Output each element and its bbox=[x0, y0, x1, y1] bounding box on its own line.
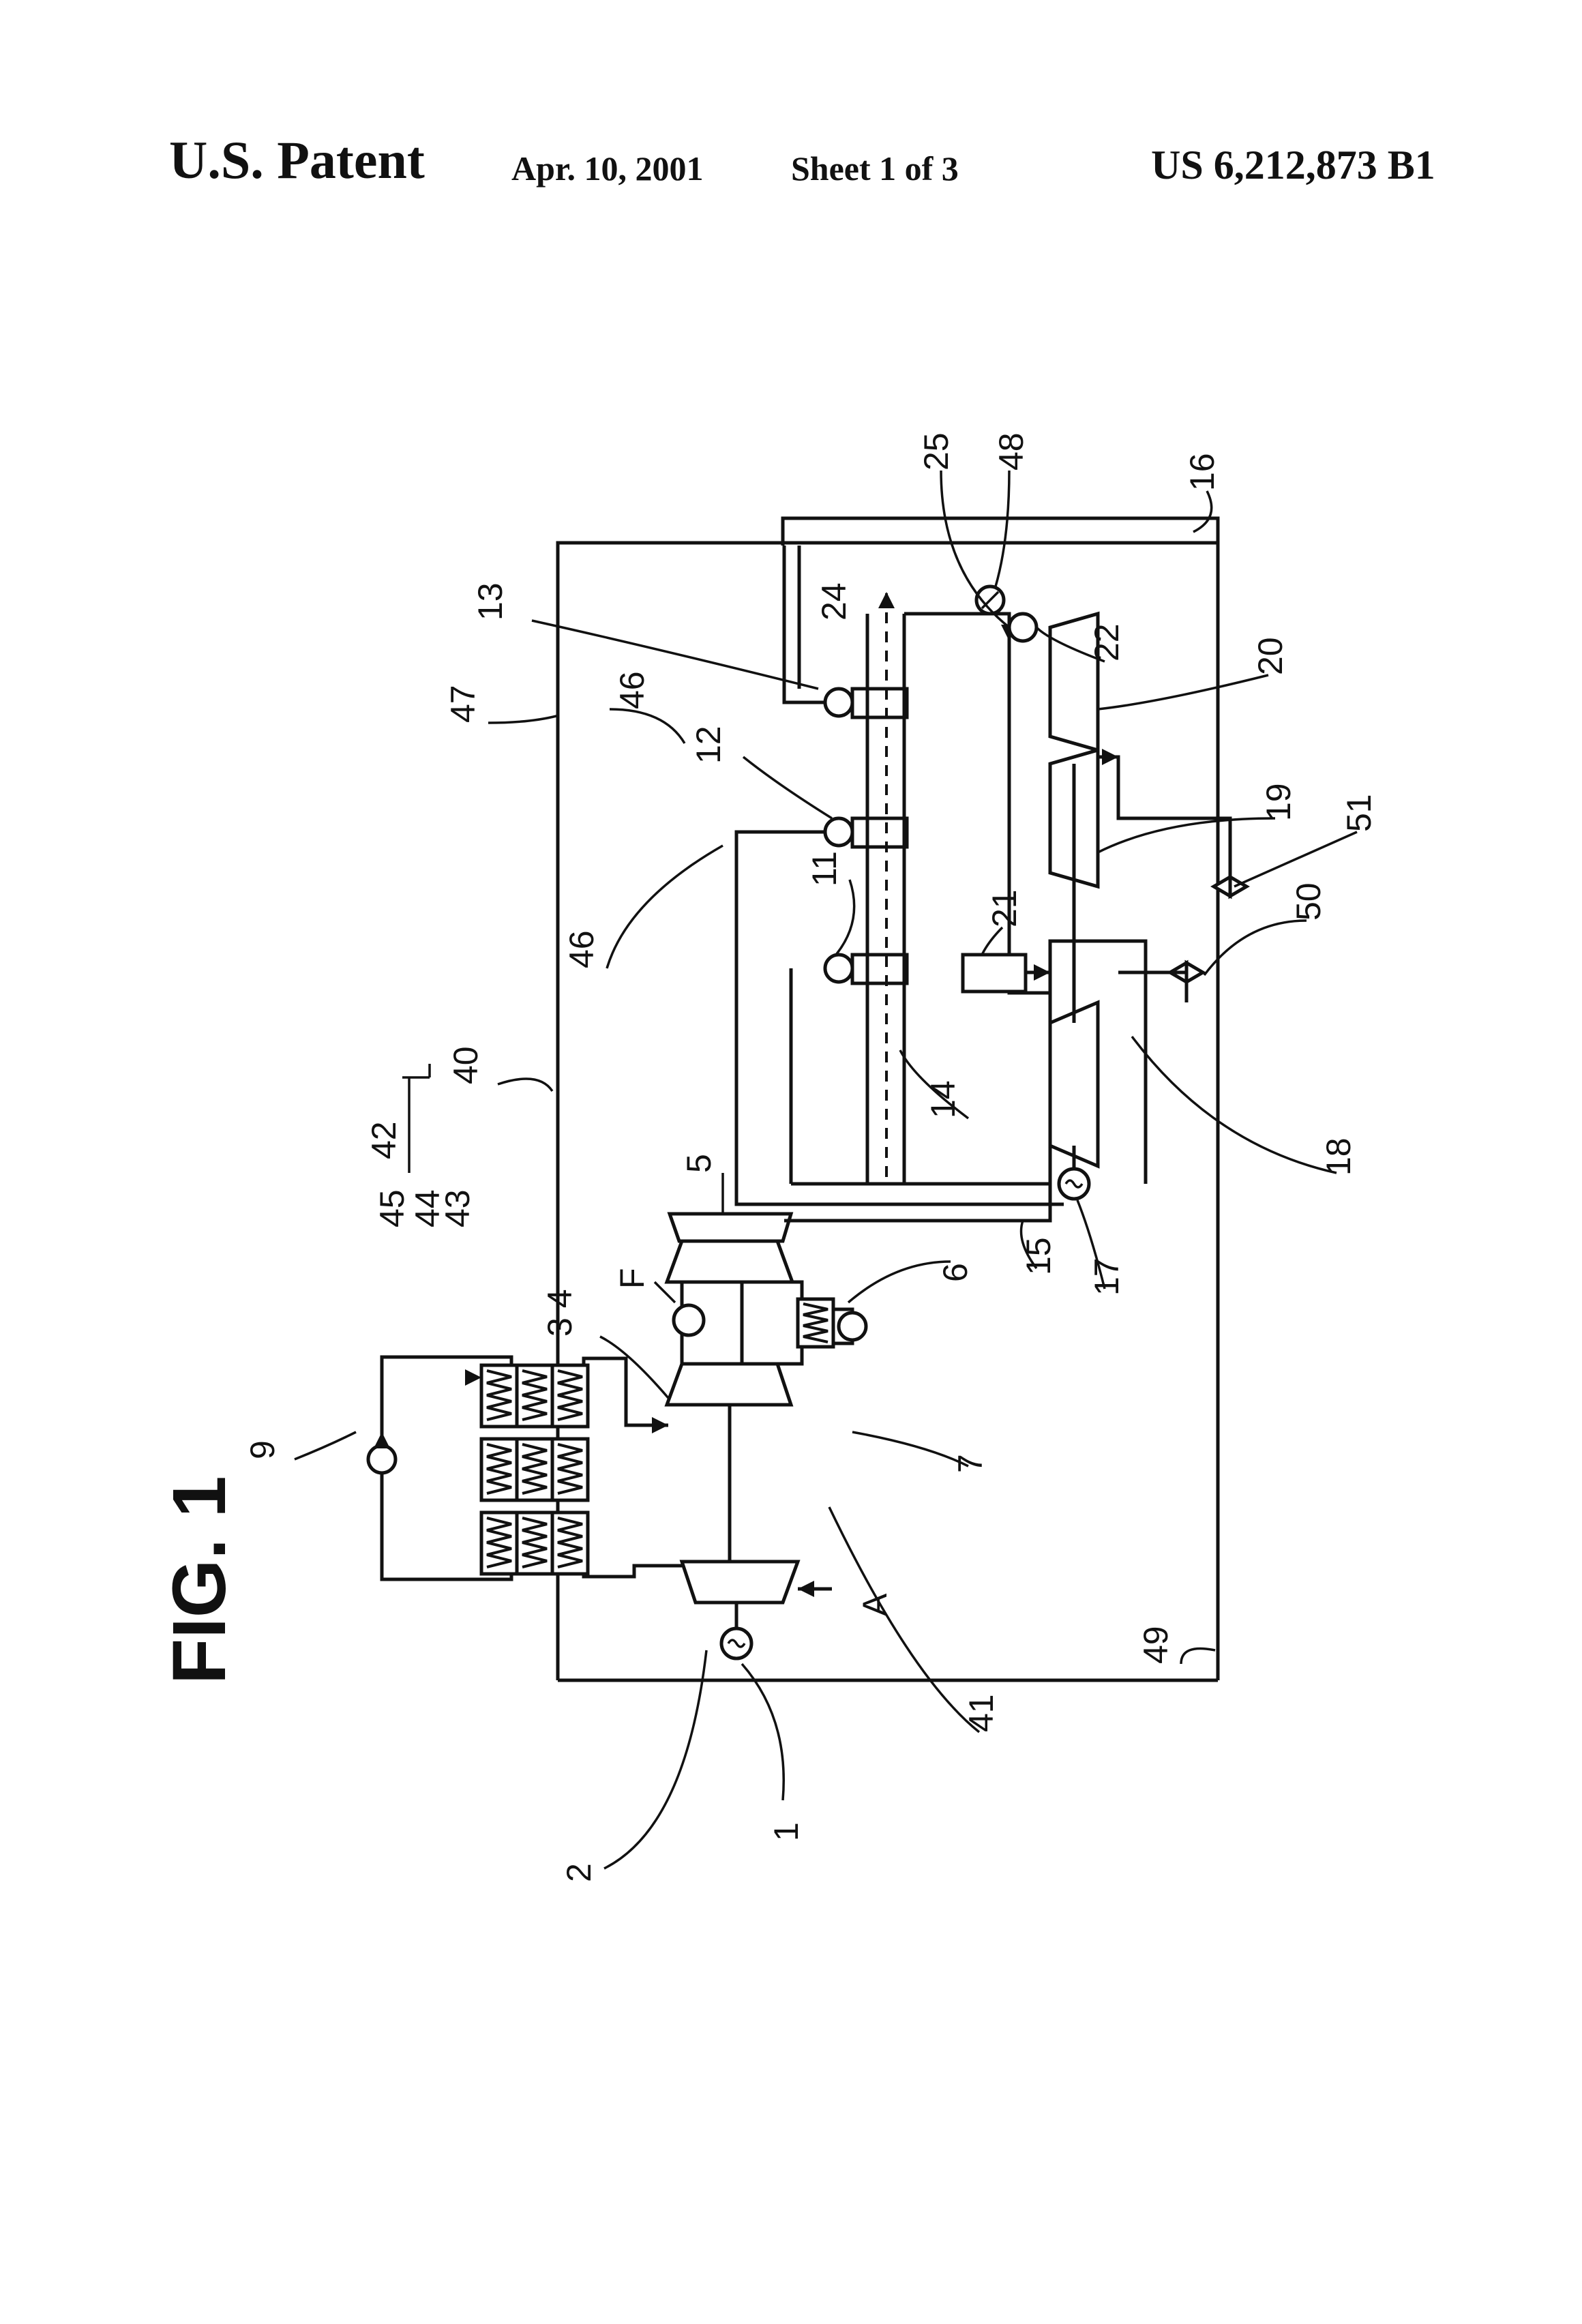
label-51: 51 bbox=[1340, 794, 1378, 832]
drum-12 bbox=[852, 818, 907, 847]
label-1: 1 bbox=[767, 1822, 805, 1841]
steam-turbine-18 bbox=[1050, 1002, 1098, 1166]
label-45: 45 bbox=[373, 1189, 411, 1227]
compressor-2 bbox=[682, 1562, 798, 1603]
label-46-top: 46 bbox=[613, 671, 651, 709]
drum-13 bbox=[852, 689, 907, 717]
reference-labels: FIG. 1 1 2 3 4 F 5 6 7 9 11 12 13 14 15 … bbox=[158, 432, 1378, 1882]
label-5: 5 bbox=[680, 1154, 718, 1173]
label-24: 24 bbox=[815, 582, 853, 621]
reheater-21 bbox=[963, 955, 1026, 992]
label-15: 15 bbox=[1019, 1237, 1058, 1275]
pump-7 bbox=[839, 1313, 866, 1340]
label-21: 21 bbox=[985, 889, 1024, 927]
valve-line bbox=[1098, 757, 1230, 1002]
fig-1 bbox=[368, 518, 1247, 1680]
arrow-21 bbox=[1034, 964, 1050, 981]
line-25 bbox=[904, 614, 1050, 993]
label-49: 49 bbox=[1137, 1626, 1175, 1664]
label-42: 42 bbox=[365, 1121, 403, 1159]
label-47: 47 bbox=[444, 685, 482, 723]
label-17: 17 bbox=[1088, 1257, 1126, 1296]
label-48: 48 bbox=[992, 432, 1030, 471]
fig-title: FIG. 1 bbox=[158, 1476, 241, 1684]
label-40: 40 bbox=[447, 1046, 485, 1084]
label-9: 9 bbox=[243, 1440, 282, 1459]
turbine-3 bbox=[667, 1364, 791, 1405]
label-16: 16 bbox=[1183, 453, 1221, 491]
hx-bank-connection-top bbox=[584, 1358, 668, 1425]
label-7: 7 bbox=[951, 1454, 989, 1473]
drum-11-head bbox=[825, 955, 852, 982]
arrow-into-20 bbox=[1102, 749, 1118, 765]
hrsg-drum-12-line bbox=[736, 832, 1064, 1204]
label-22: 22 bbox=[1088, 623, 1126, 661]
hrsg-drum-13-line bbox=[784, 546, 825, 702]
label-6: 6 bbox=[936, 1263, 974, 1282]
label-13: 13 bbox=[471, 582, 509, 621]
drum-11 bbox=[852, 955, 907, 983]
arrow-into-hx bbox=[465, 1369, 481, 1386]
label-12: 12 bbox=[689, 726, 728, 764]
label-F: F bbox=[613, 1268, 651, 1289]
pump-22 bbox=[1009, 614, 1036, 641]
hx-bank-connection-bottom bbox=[584, 1566, 682, 1577]
fuel-nozzle-F bbox=[674, 1305, 704, 1335]
label-19: 19 bbox=[1259, 783, 1298, 821]
label-44: 44 bbox=[408, 1189, 447, 1227]
turbine-5-outlet bbox=[670, 1214, 791, 1241]
drum-12-head bbox=[825, 818, 852, 846]
label-20: 20 bbox=[1251, 637, 1289, 675]
arrow-9 bbox=[374, 1432, 390, 1448]
arrow-24 bbox=[878, 592, 895, 608]
leader-lines bbox=[295, 471, 1357, 1868]
turbine-5 bbox=[667, 1241, 792, 1282]
pump-9 bbox=[368, 1446, 395, 1473]
arrow-A bbox=[798, 1581, 814, 1597]
label-11: 11 bbox=[805, 851, 844, 887]
label-46-mid: 46 bbox=[563, 930, 601, 968]
arrow-into-turbine bbox=[652, 1417, 668, 1433]
label-41: 41 bbox=[962, 1694, 1000, 1732]
drum-13-head bbox=[825, 689, 852, 716]
label-3-4: 3 4 bbox=[541, 1289, 579, 1337]
label-2: 2 bbox=[560, 1863, 598, 1882]
label-25: 25 bbox=[917, 432, 955, 471]
label-50: 50 bbox=[1289, 882, 1328, 921]
